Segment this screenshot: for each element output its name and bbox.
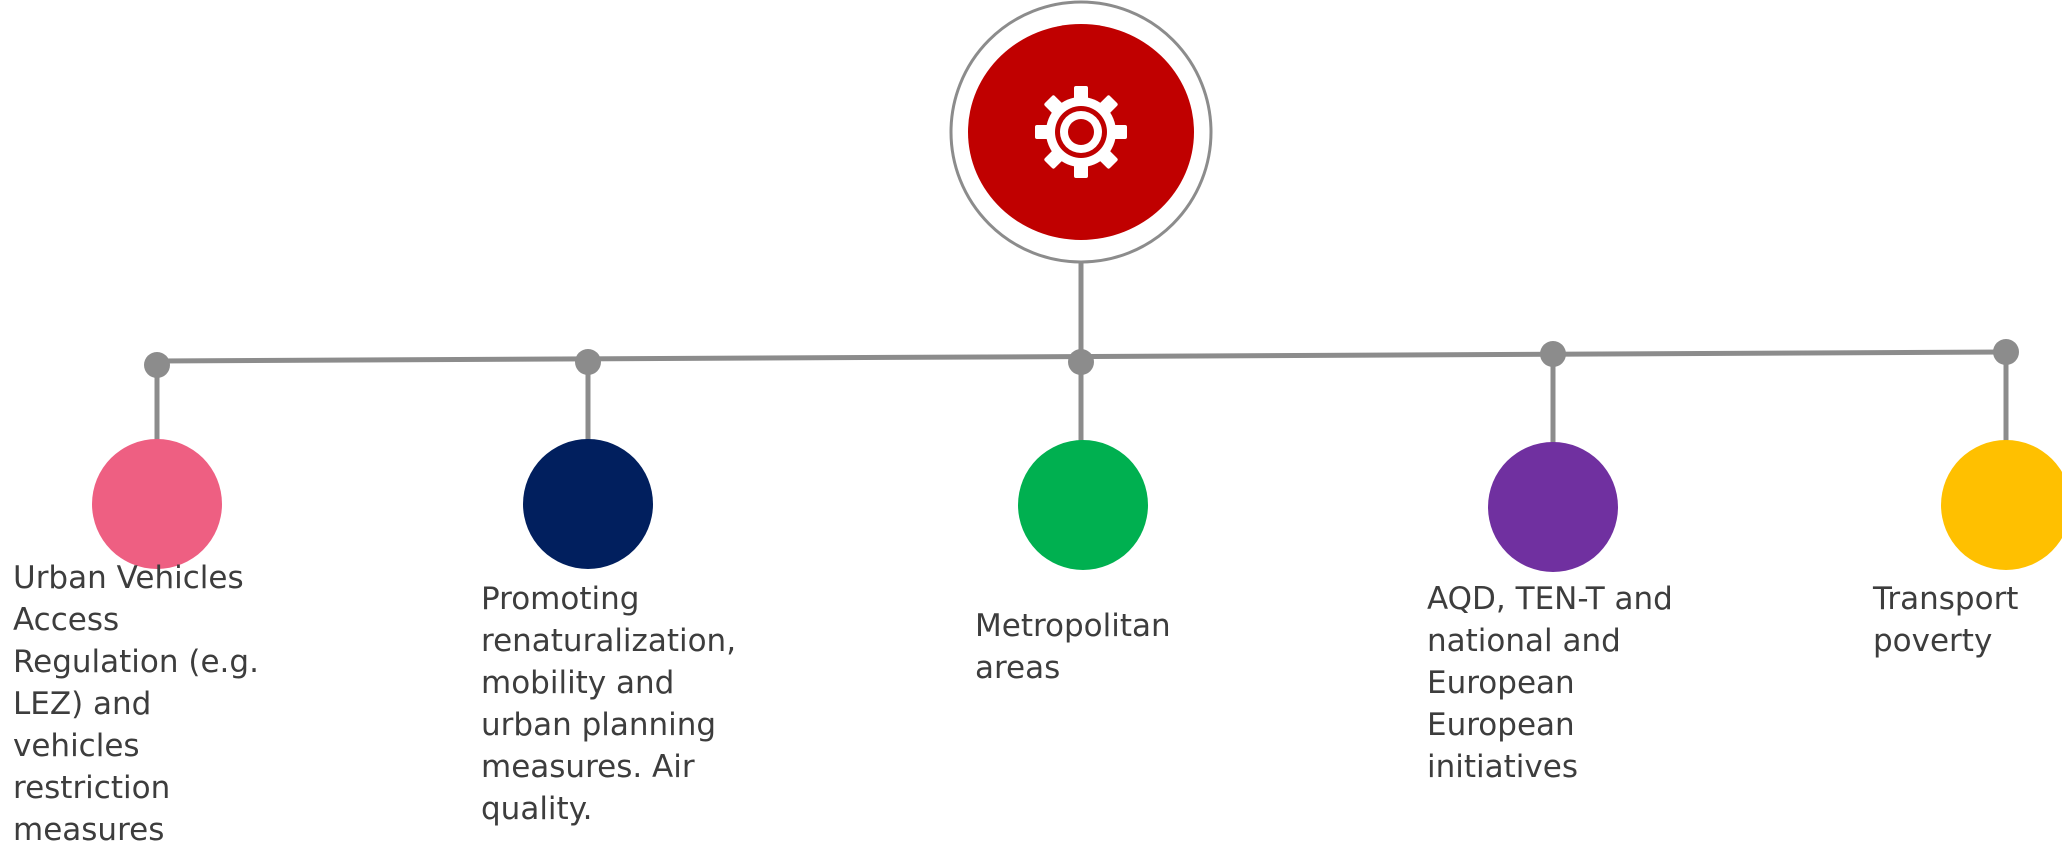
node-4 xyxy=(1488,341,1618,572)
node-5 xyxy=(1941,339,2062,570)
central-hub xyxy=(949,0,1213,264)
node-2-disc xyxy=(523,439,653,569)
node-1-label: Urban Vehicles Access Regulation (e.g. L… xyxy=(13,560,259,848)
gear-icon xyxy=(1035,86,1127,178)
node-5-disc xyxy=(1941,440,2062,570)
node-3-disc xyxy=(1018,440,1148,570)
node-3-junction-dot xyxy=(1068,349,1094,375)
node-1 xyxy=(92,352,222,569)
node-4-junction-dot xyxy=(1540,341,1566,367)
node-1-junction-dot xyxy=(144,352,170,378)
node-4-label: AQD, TEN-T and national and European Eur… xyxy=(1427,581,1673,785)
node-1-disc xyxy=(92,439,222,569)
node-3-label: Metropolitan areas xyxy=(975,608,1171,686)
node-2-label: Promoting renaturalization, mobility and… xyxy=(481,581,737,827)
node-3 xyxy=(1018,349,1148,570)
node-5-junction-dot xyxy=(1993,339,2019,365)
node-2-junction-dot xyxy=(575,349,601,375)
node-2 xyxy=(523,349,653,569)
node-5-label: Transport poverty xyxy=(1873,581,2019,659)
node-4-disc xyxy=(1488,442,1618,572)
